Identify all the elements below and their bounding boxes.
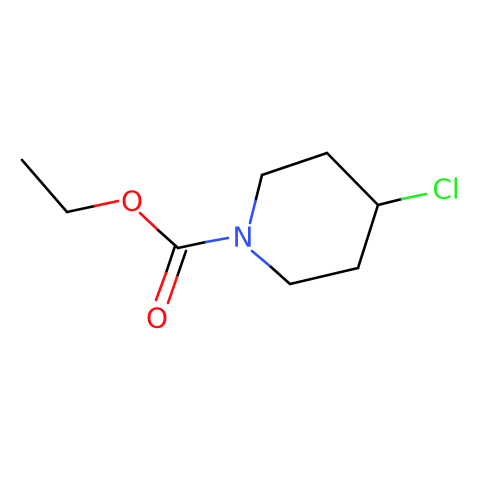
- bond-ring-c2-c3: [260, 151, 329, 177]
- bond-carbonyl-double-a-oxygen: [154, 271, 168, 302]
- bond-carbonyl-double-b-oxygen: [166, 275, 179, 305]
- atom-label-ester-oxygen: O: [121, 185, 143, 218]
- bond-n-ring-upper-nitrogen-half: [248, 197, 258, 225]
- bond-n-ring-upper-carbon-half: [254, 173, 264, 201]
- bond-ch2-o-oxygen-half: [93, 199, 120, 208]
- bond-ring-c5-c6: [288, 266, 360, 286]
- bond-ethyl-ch3-ch2: [20, 158, 69, 214]
- bond-n-ring-lower-nitrogen-half: [250, 249, 273, 269]
- bond-carbonyl-n-nitrogen-half: [204, 236, 230, 244]
- bond-n-ring-lower-carbon-half: [269, 265, 292, 286]
- bond-ring-c4-c5: [356, 203, 380, 270]
- bond-c4-cl-chlorine-half: [400, 192, 428, 201]
- bond-carbonyl-n-carbon-half: [176, 240, 208, 250]
- bond-o-carbonyl-oxygen-half: [138, 211, 160, 232]
- bond-ring-c3-c4: [325, 151, 380, 207]
- atom-label-carbonyl-oxygen: O: [146, 302, 168, 335]
- bond-carbonyl-double-b-carbon: [175, 249, 188, 279]
- bond-c4-cl-carbon-half: [376, 197, 404, 207]
- bond-carbonyl-double-a-carbon: [164, 244, 177, 275]
- atom-label-nitrogen: N: [233, 221, 254, 254]
- atom-label-chlorine: Cl: [432, 173, 459, 206]
- bond-ch2-o-carbon-half: [65, 204, 97, 214]
